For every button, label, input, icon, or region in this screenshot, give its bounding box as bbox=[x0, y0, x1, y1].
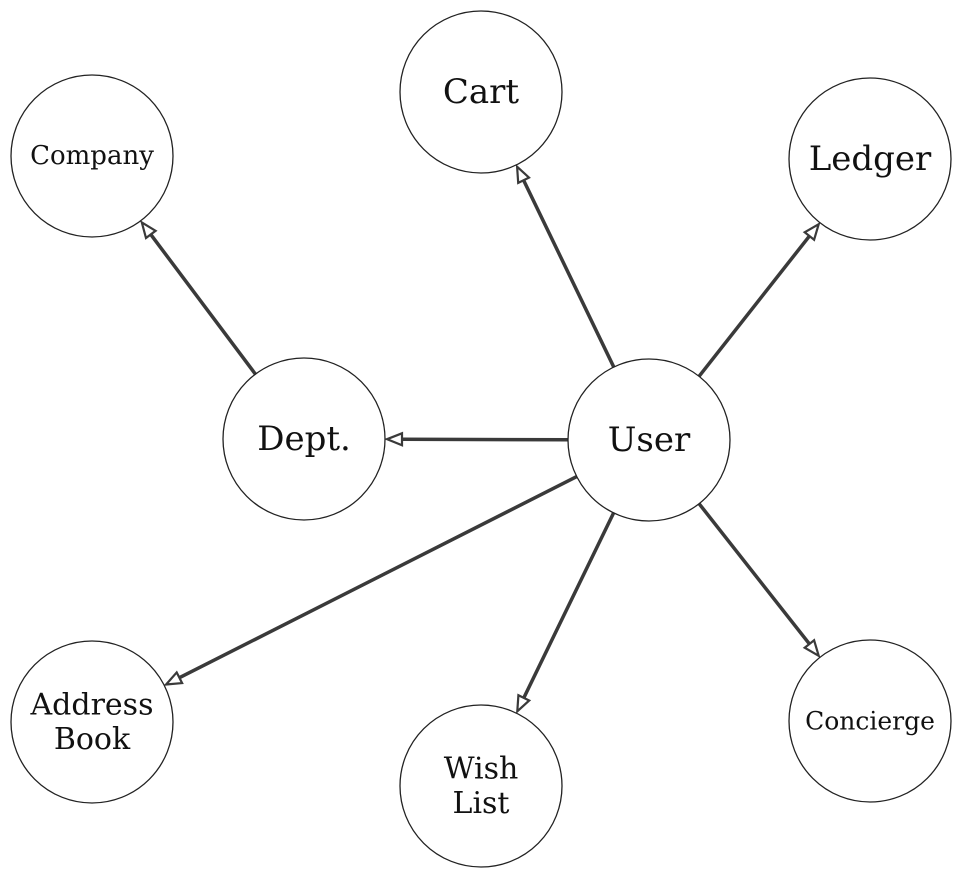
arrowhead-address-book bbox=[163, 670, 184, 686]
node-label: Wish bbox=[444, 751, 519, 786]
node-label: Ledger bbox=[809, 139, 932, 179]
node-user: User bbox=[567, 358, 731, 522]
node-label: Cart bbox=[443, 72, 520, 112]
node-circle bbox=[10, 74, 174, 238]
arrowhead-dept bbox=[384, 431, 404, 447]
arrowhead-concierge bbox=[802, 638, 821, 659]
arrowhead-cart bbox=[515, 164, 531, 185]
node-concierge: Concierge bbox=[788, 639, 952, 803]
arrowhead-ledger bbox=[802, 221, 821, 242]
node-label: User bbox=[608, 420, 691, 460]
node-circle bbox=[788, 639, 952, 803]
node-circle bbox=[567, 358, 731, 522]
node-company: Company bbox=[10, 74, 174, 238]
node-label: Book bbox=[54, 722, 131, 757]
node-label: Dept. bbox=[257, 419, 351, 459]
node-label: Concierge bbox=[805, 707, 935, 736]
edges-layer bbox=[140, 164, 821, 714]
edge-user-to-ledger bbox=[697, 234, 811, 378]
node-dept: Dept. bbox=[222, 357, 386, 521]
node-circle bbox=[399, 704, 563, 868]
node-label: Company bbox=[30, 141, 154, 171]
node-circle bbox=[10, 640, 174, 804]
edge-user-to-wish-list bbox=[522, 512, 616, 699]
edge-user-to-concierge bbox=[697, 502, 811, 646]
edge-dept-to-company bbox=[149, 233, 257, 376]
arrowhead-company bbox=[140, 220, 158, 240]
edge-user-to-address-book bbox=[178, 475, 578, 680]
node-circle bbox=[788, 77, 952, 241]
edge-user-to-cart bbox=[522, 179, 616, 368]
node-circle bbox=[222, 357, 386, 521]
node-cart: Cart bbox=[399, 10, 563, 174]
node-label: Address bbox=[30, 687, 154, 722]
node-ledger: Ledger bbox=[788, 77, 952, 241]
arrowhead-wish-list bbox=[516, 693, 532, 714]
node-label: List bbox=[453, 786, 510, 821]
node-circle bbox=[399, 10, 563, 174]
